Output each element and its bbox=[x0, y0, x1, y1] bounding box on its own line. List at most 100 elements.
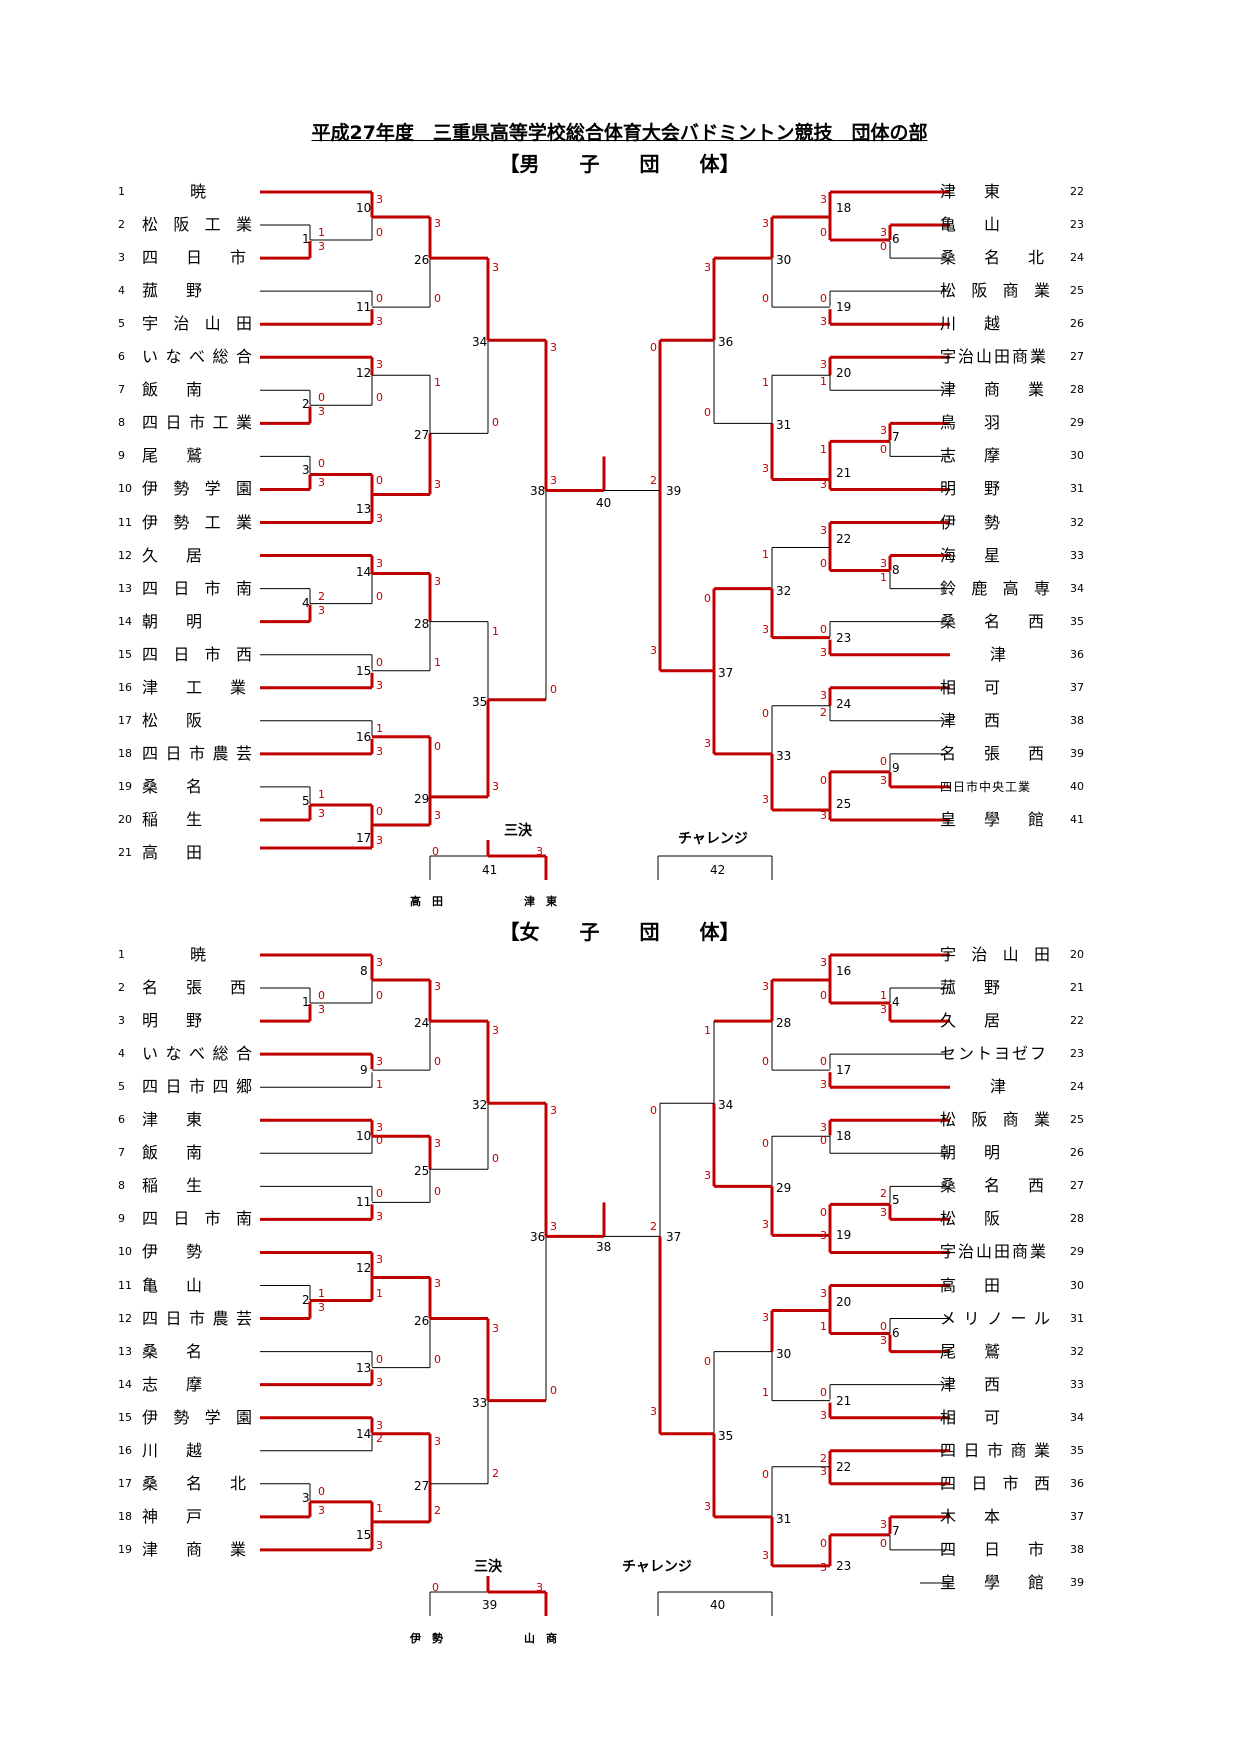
boys-right-team-name: 津東 bbox=[940, 182, 1029, 201]
girls-third-place-label: 三決 bbox=[474, 1559, 502, 1575]
score: 3 bbox=[704, 261, 711, 275]
girls-left-team-name: 暁 bbox=[190, 945, 207, 964]
match-number: 8 bbox=[892, 562, 900, 577]
boys-right-team-name: 伊勢 bbox=[940, 512, 1029, 532]
score: 2 bbox=[434, 1503, 441, 1517]
boys-left-team-name: 桑名 bbox=[142, 776, 231, 796]
score: 2 bbox=[650, 474, 657, 488]
boys-third-place-team-right: 津 東 bbox=[524, 895, 557, 908]
boys-left-seed: 15 bbox=[118, 647, 132, 661]
boys-left-team-name: 四日市南 bbox=[142, 578, 268, 598]
boys-left-seed: 20 bbox=[118, 812, 132, 826]
girls-left-seed: 2 bbox=[118, 981, 125, 995]
boys-right-seed: 33 bbox=[1070, 548, 1084, 562]
girls-section-header: 【女 子 団 体】 bbox=[499, 920, 740, 944]
score: 3 bbox=[650, 643, 657, 657]
score: 0 bbox=[762, 292, 769, 306]
score: 3 bbox=[762, 1218, 769, 1232]
match-number: 14 bbox=[356, 564, 372, 579]
score: 3 bbox=[318, 476, 325, 490]
score: 1 bbox=[880, 570, 887, 584]
score: 2 bbox=[880, 1187, 887, 1201]
score: 0 bbox=[820, 1134, 827, 1148]
score: 3 bbox=[820, 523, 827, 537]
match-number: 11 bbox=[356, 300, 372, 315]
boys-left-seed: 4 bbox=[118, 284, 125, 298]
match-number: 25 bbox=[414, 1164, 430, 1179]
score: 0 bbox=[880, 1536, 887, 1550]
boys-left-seed: 6 bbox=[118, 350, 125, 364]
score: 0 bbox=[376, 292, 383, 306]
score: 0 bbox=[376, 655, 383, 669]
score: 3 bbox=[650, 1404, 657, 1418]
score: 3 bbox=[820, 478, 827, 492]
match-number: 9 bbox=[892, 760, 900, 775]
girls-right-team-name: セントヨゼフ bbox=[940, 1044, 1049, 1064]
girls-right-seed: 31 bbox=[1070, 1311, 1084, 1325]
boys-right-team-name: 桑名西 bbox=[940, 611, 1073, 631]
score: 3 bbox=[376, 193, 383, 206]
score: 3 bbox=[820, 688, 827, 702]
match-number: 19 bbox=[836, 300, 852, 315]
score: 1 bbox=[762, 1385, 769, 1399]
match-number: 13 bbox=[356, 1360, 372, 1375]
score: 0 bbox=[376, 226, 383, 240]
boys-third-place-match-number: 41 bbox=[482, 863, 498, 877]
match-number: 29 bbox=[776, 1181, 792, 1196]
match-number: 21 bbox=[836, 1393, 852, 1408]
score: 1 bbox=[820, 443, 827, 457]
score: 3 bbox=[880, 1517, 887, 1531]
girls-left-seed: 15 bbox=[118, 1410, 132, 1424]
girls-right-seed: 26 bbox=[1070, 1146, 1084, 1160]
score: 0 bbox=[318, 391, 325, 405]
score: 0 bbox=[762, 1467, 769, 1481]
girls-right-team-name: 四日市西 bbox=[940, 1473, 1066, 1493]
boys-left-seed: 19 bbox=[118, 779, 132, 793]
match-number: 26 bbox=[414, 253, 430, 268]
girls-right-team-name: 松阪 bbox=[940, 1209, 1029, 1229]
score: 3 bbox=[376, 834, 383, 847]
girls-right-seed: 30 bbox=[1070, 1278, 1084, 1292]
boys-left-seed: 16 bbox=[118, 680, 132, 694]
score: 3 bbox=[762, 622, 769, 636]
match-number: 11 bbox=[356, 1195, 372, 1210]
match-number: 17 bbox=[356, 830, 372, 845]
boys-section-header: 【男 子 団 体】 bbox=[499, 152, 740, 176]
girls-right-seed: 34 bbox=[1070, 1410, 1084, 1424]
match-number: 32 bbox=[776, 583, 792, 598]
match-number: 22 bbox=[836, 531, 852, 546]
score: 3 bbox=[820, 358, 827, 372]
score: 3 bbox=[762, 792, 769, 806]
score: 3 bbox=[762, 217, 769, 230]
score: 0 bbox=[376, 804, 383, 818]
match-number: 8 bbox=[360, 964, 368, 978]
score: 0 bbox=[880, 443, 887, 457]
match-number: 31 bbox=[776, 418, 792, 433]
score: 0 bbox=[434, 1185, 441, 1199]
boys-challenge-match-number: 42 bbox=[710, 863, 726, 877]
match-number: 24 bbox=[414, 1016, 430, 1031]
boys-left-team-name: 暁 bbox=[190, 182, 207, 201]
match-number: 15 bbox=[356, 663, 372, 678]
score: 0 bbox=[434, 739, 441, 753]
match-number: 1 bbox=[302, 232, 310, 247]
boys-right-seed: 28 bbox=[1070, 383, 1084, 397]
score: 0 bbox=[492, 1152, 499, 1166]
boys-right-seed: 25 bbox=[1070, 284, 1084, 298]
girls-right-team-name: 四日市 bbox=[940, 1539, 1073, 1559]
girls-left-team-name: 志摩 bbox=[142, 1374, 231, 1394]
score: 0 bbox=[318, 457, 325, 471]
score: 3 bbox=[880, 1333, 887, 1347]
match-number: 3 bbox=[302, 1490, 310, 1505]
girls-right-seed: 21 bbox=[1070, 981, 1084, 995]
score: 3 bbox=[820, 1560, 827, 1574]
match-number: 23 bbox=[836, 1558, 852, 1573]
boys-right-seed: 40 bbox=[1070, 779, 1084, 793]
girls-right-team-name: 松阪商業 bbox=[940, 1110, 1066, 1130]
score: 0 bbox=[492, 416, 499, 430]
score: 3 bbox=[820, 193, 827, 206]
score: 0 bbox=[880, 754, 887, 768]
match-number: 37 bbox=[666, 1230, 682, 1245]
score: 1 bbox=[704, 1024, 711, 1038]
match-number: 29 bbox=[414, 791, 430, 806]
